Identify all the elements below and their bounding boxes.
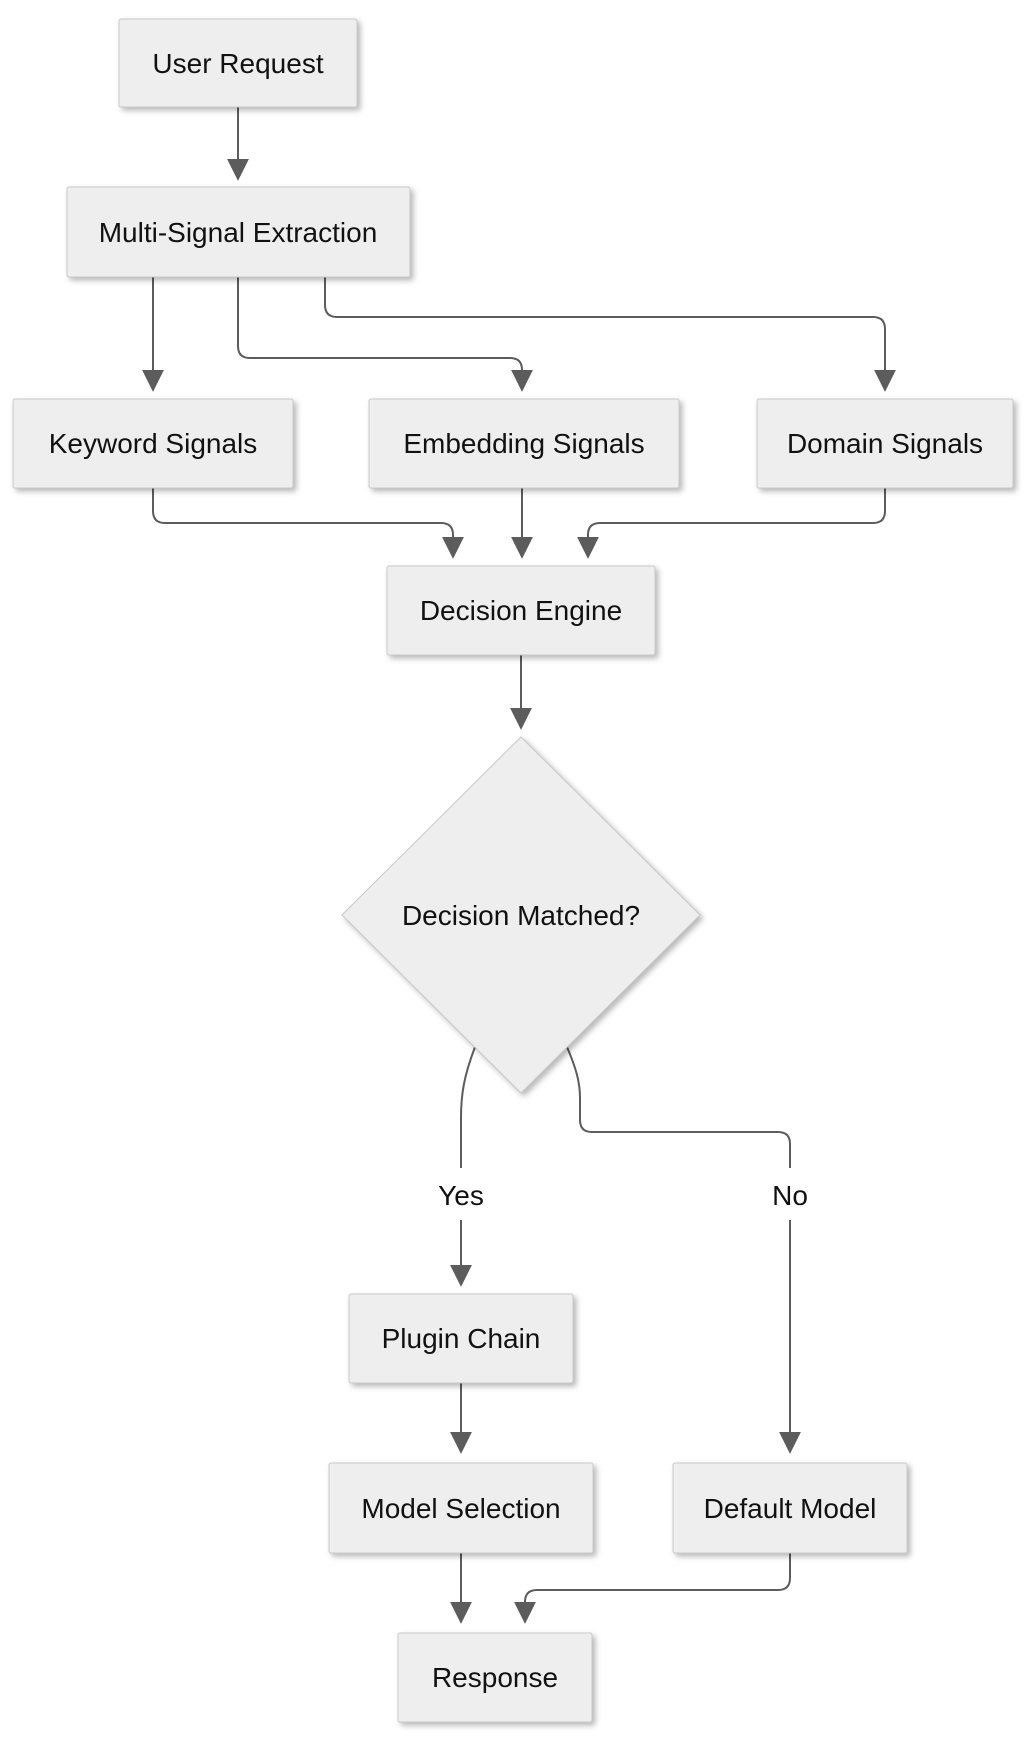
node-model-selection-shape [328,1462,594,1554]
edge-label-yes-text: Yes [438,1180,484,1211]
node-embedding-signals-shape [368,398,680,489]
node-response-shape [397,1632,593,1723]
node-decision-matched-label: Decision Matched? [402,900,640,931]
node-multi-signal-extraction: Multi-Signal Extraction [66,186,411,278]
node-keyword-signals-shape [12,398,294,489]
edge-label-no-text: No [772,1180,808,1211]
edge-default-model-to-response [514,1553,791,1624]
node-user-request: User Request [118,18,358,108]
node-response-label: Response [432,1662,558,1693]
node-model-selection-label: Model Selection [361,1493,560,1524]
edge-multi-signal-extraction-to-domain-signals [324,277,896,392]
node-keyword-signals-label: Keyword Signals [49,428,258,459]
edge-domain-signals-to-decision-engine [577,488,886,559]
node-decision-matched-shape [341,736,701,1094]
node-embedding-signals: Embedding Signals [368,398,680,489]
node-response: Response [397,1632,593,1723]
node-embedding-signals-label: Embedding Signals [403,428,644,459]
node-default-model: Default Model [672,1462,908,1554]
node-plugin-chain-shape [348,1293,574,1384]
node-multi-signal-extraction-shape [66,186,411,278]
edge-decision-matched-to-default-model [566,1046,801,1454]
node-domain-signals-label: Domain Signals [787,428,983,459]
edge-multi-signal-extraction-to-embedding-signals [237,277,533,392]
edge-label-yes: Yes [428,1168,494,1220]
node-model-selection: Model Selection [328,1462,594,1554]
edge-keyword-signals-to-decision-engine [152,488,464,559]
node-plugin-chain-label: Plugin Chain [382,1323,541,1354]
node-plugin-chain: Plugin Chain [348,1293,574,1384]
node-decision-engine-shape [386,565,656,656]
node-default-model-shape [672,1462,908,1554]
node-domain-signals: Domain Signals [756,398,1014,489]
edge-label-no: No [760,1168,820,1220]
node-domain-signals-shape [756,398,1014,489]
node-user-request-shape [118,18,358,108]
node-user-request-label: User Request [152,48,323,79]
edge-label-no-bg [760,1168,820,1220]
node-decision-matched: Decision Matched? [341,736,701,1094]
node-default-model-label: Default Model [704,1493,877,1524]
node-keyword-signals: Keyword Signals [12,398,294,489]
node-decision-engine: Decision Engine [386,565,656,656]
edges [142,107,896,1624]
node-decision-engine-label: Decision Engine [420,595,622,626]
edge-decision-matched-to-plugin-chain [450,1046,476,1287]
node-multi-signal-extraction-label: Multi-Signal Extraction [99,217,378,248]
edge-label-yes-bg [428,1168,494,1220]
